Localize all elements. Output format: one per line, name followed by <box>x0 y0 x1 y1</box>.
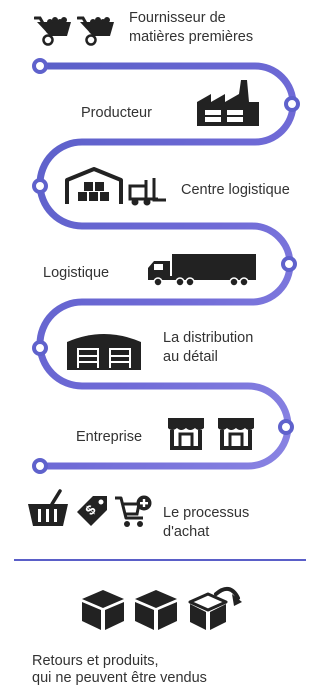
step-label-producer: Producteur <box>81 105 152 121</box>
path-dot <box>32 458 48 474</box>
wheelbarrow-icon <box>34 16 71 46</box>
path-dot <box>32 178 48 194</box>
step-label-logistics: Logistique <box>43 265 110 281</box>
box-icon <box>135 590 177 630</box>
wheelbarrow-icon <box>77 16 114 46</box>
step-label-business: Entreprise <box>76 429 143 445</box>
add-to-cart-icon <box>115 495 152 527</box>
storefront-icon <box>218 418 254 450</box>
price-tag-icon: $ <box>77 496 107 526</box>
path-dot <box>32 58 48 74</box>
factory-icon <box>197 80 259 126</box>
warehouse-icon <box>65 167 123 204</box>
step-label-logistics-center: Centre logistique <box>181 182 290 198</box>
step-label-purchase: Le processus d'achat <box>163 505 250 540</box>
truck-icon <box>148 254 256 287</box>
step-label-retail: La distribution au détail <box>163 330 254 365</box>
path-dot <box>284 96 300 112</box>
path-dot <box>32 340 48 356</box>
returns-label: Retours et produits, qui ne peuvent être… <box>32 653 207 686</box>
path-dot <box>281 256 297 272</box>
step-label-supplier: Fournisseur de matières premières <box>129 10 254 45</box>
forklift-icon <box>128 178 166 206</box>
path-endpoint-dots <box>32 58 300 474</box>
storefront-icon <box>168 418 204 450</box>
basket-icon <box>28 489 68 526</box>
distribution-center-icon <box>67 334 141 370</box>
return-box-icon <box>188 586 242 630</box>
box-icon <box>82 590 124 630</box>
path-dot <box>278 419 294 435</box>
